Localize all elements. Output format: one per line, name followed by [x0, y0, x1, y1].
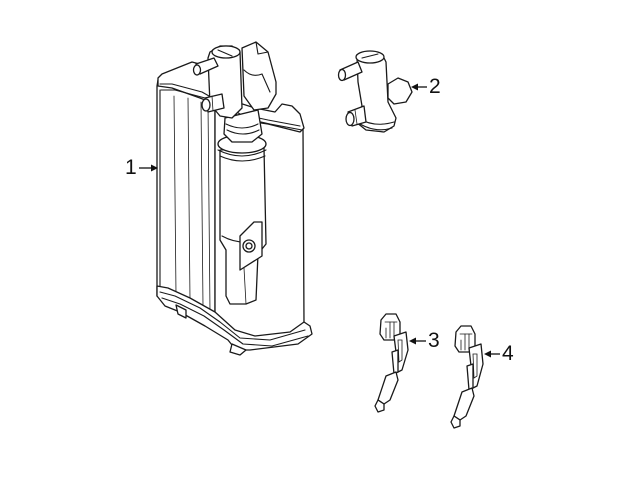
callout-label-4[interactable]: 4 — [502, 342, 514, 365]
callout-arrow-4 — [484, 350, 500, 358]
callout-arrow-3 — [409, 337, 426, 345]
callout-label-1[interactable]: 1 — [125, 156, 137, 179]
callout-arrow-2 — [411, 83, 427, 91]
callout-arrow-1 — [139, 164, 158, 172]
part-2-valve[interactable] — [337, 50, 413, 133]
part-4-sensor[interactable] — [450, 325, 484, 429]
callout-label-2[interactable]: 2 — [429, 75, 441, 98]
part-1-canister[interactable] — [156, 41, 313, 356]
callout-label-3[interactable]: 3 — [428, 329, 440, 352]
part-3-sensor[interactable] — [374, 313, 409, 413]
